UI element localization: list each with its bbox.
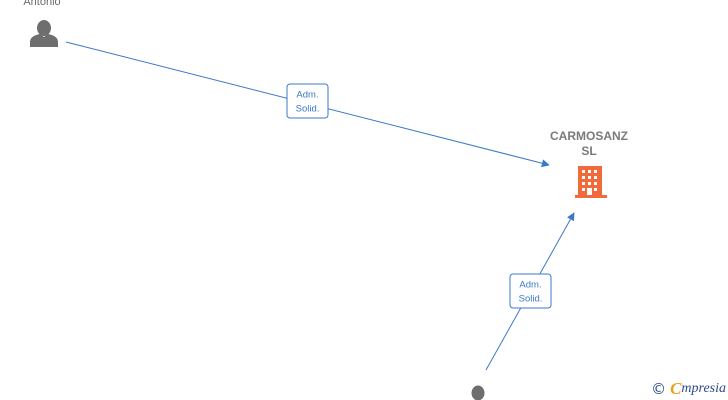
building-icon [575,166,607,198]
edge-label-box[interactable]: Adm. Solid. [509,273,552,309]
edge-label-box[interactable]: Adm. Solid. [286,83,329,119]
company-name-line-1: CARMOSANZ [550,129,628,143]
node-carmosanz[interactable]: CARMOSANZ SL [550,129,628,198]
edge-label-line-2: Solid. [296,104,320,115]
node-person2[interactable] [466,385,490,400]
edge-label-line-1: Adm. [519,280,541,291]
edge-label-line-2: Solid. [519,294,543,305]
brand-name: mpresia [681,381,726,396]
edge-person2-carmosanz: Adm. Solid. [485,212,575,371]
copyright-icon: © [651,380,667,398]
empresia-watermark: © C mpresia [651,379,726,399]
person-icon [471,385,485,400]
company-name-line-2: SL [581,144,596,158]
person-icon [30,20,58,47]
edge-antonio-carmosanz: Adm. Solid. [65,41,550,168]
brand-initial: C [670,379,682,398]
edge-label-line-1: Adm. [296,90,318,101]
node-label: Antonio [23,0,60,8]
node-antonio[interactable]: Antonio [23,0,61,47]
